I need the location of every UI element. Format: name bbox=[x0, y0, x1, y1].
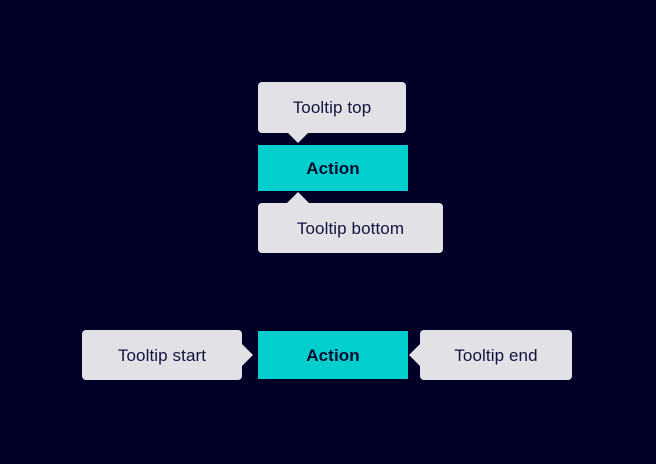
tooltip-bottom: Tooltip bottom bbox=[258, 203, 443, 253]
tooltip-start-arrow-right-icon bbox=[242, 344, 253, 366]
action-button-horizontal[interactable]: Action bbox=[258, 331, 408, 379]
tooltip-top-arrow-down-icon bbox=[287, 132, 309, 143]
tooltip-end: Tooltip end bbox=[420, 330, 572, 380]
action-button-vertical[interactable]: Action bbox=[258, 145, 408, 191]
tooltip-top: Tooltip top bbox=[258, 82, 406, 133]
tooltip-bottom-arrow-up-icon bbox=[287, 192, 309, 203]
tooltip-end-arrow-left-icon bbox=[409, 344, 420, 366]
tooltip-start: Tooltip start bbox=[82, 330, 242, 380]
